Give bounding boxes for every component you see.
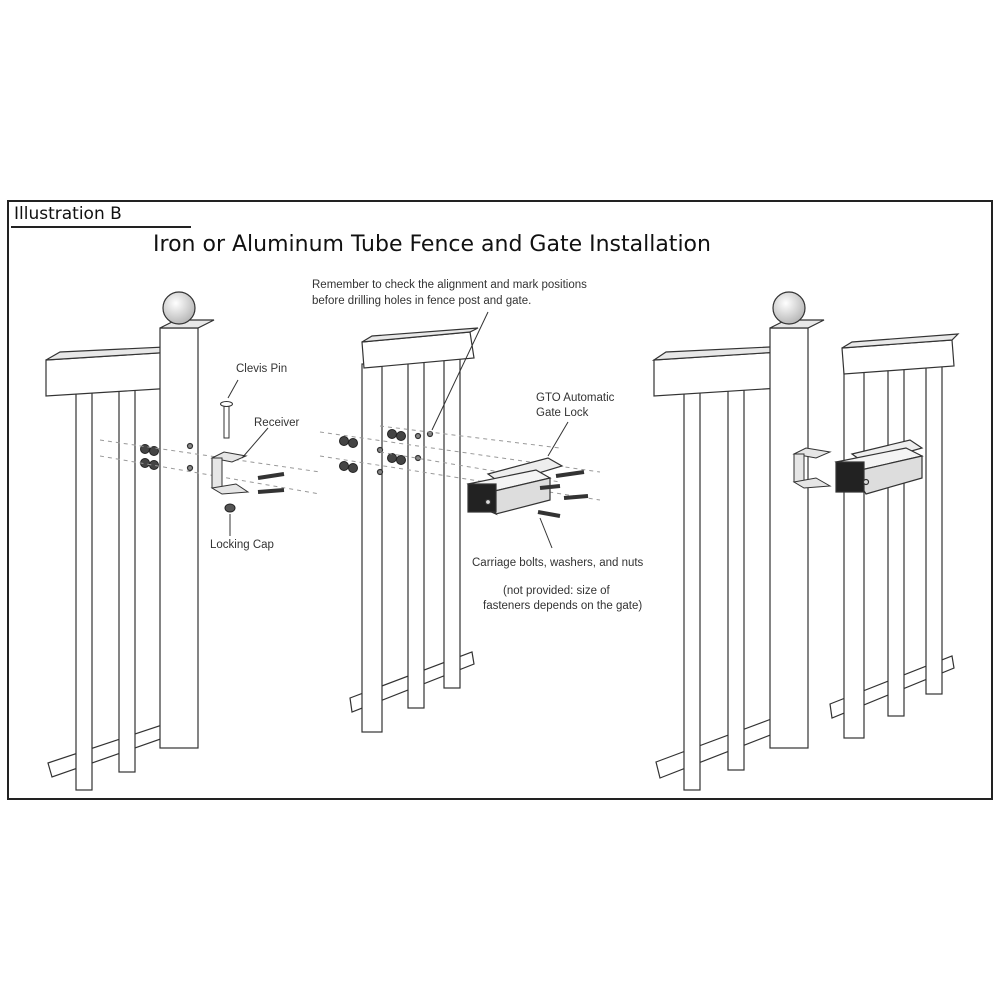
clevis-pin-label: Clevis Pin (236, 363, 288, 375)
not-provided-line-2: fasteners depends on the gate) (483, 600, 643, 612)
right-gate-assembly (829, 333, 960, 739)
alignment-note-line-2: before drilling holes in fence post and … (312, 295, 532, 307)
receiver-bolts (257, 472, 285, 494)
right-fence-assembly (651, 291, 825, 791)
not-provided-line-1: (not provided: size of (503, 585, 610, 597)
leader-lines-center (431, 311, 569, 549)
post-cap-ball (772, 291, 806, 325)
picket (727, 387, 745, 771)
post-cap-ball (162, 291, 196, 325)
picket (683, 391, 701, 791)
nuts-center (339, 429, 406, 473)
alignment-note-line-1: Remember to check the alignment and mark… (312, 279, 587, 291)
gate-picket (887, 365, 905, 717)
gate-picket (443, 357, 461, 689)
illustration-tag: Illustration B (14, 204, 122, 224)
locking-cap-label: Locking Cap (210, 539, 274, 551)
gate-lock-label-line-1: GTO Automatic (536, 392, 615, 404)
page-title: Iron or Aluminum Tube Fence and Gate Ins… (153, 232, 711, 257)
lock-bolts (537, 470, 589, 518)
bottom-rail (655, 717, 779, 779)
clevis-pin (220, 401, 233, 439)
gto-gate-lock (466, 457, 564, 516)
gate-picket (925, 363, 943, 695)
fence-post (159, 327, 199, 749)
nuts-left (140, 444, 159, 470)
gate-post (361, 363, 383, 733)
alignment-lines-left (99, 439, 321, 495)
fence-post (769, 327, 809, 749)
gate-lock-label-line-2: Gate Lock (536, 407, 589, 419)
left-fence-assembly (45, 291, 215, 791)
tag-underline (11, 226, 191, 228)
leader-lines-left (227, 379, 269, 536)
locking-cap (224, 503, 236, 513)
receiver-bracket (210, 451, 250, 495)
installed-gate-lock (834, 439, 924, 495)
picket (75, 391, 93, 791)
gate-picket (407, 359, 425, 709)
carriage-bolts-label: Carriage bolts, washers, and nuts (472, 557, 644, 569)
receiver-label: Receiver (254, 417, 300, 429)
bottom-rail (47, 722, 173, 778)
gate-post (843, 369, 865, 739)
picket (118, 387, 136, 773)
installed-receiver (792, 447, 832, 489)
center-gate-assembly (349, 327, 479, 733)
